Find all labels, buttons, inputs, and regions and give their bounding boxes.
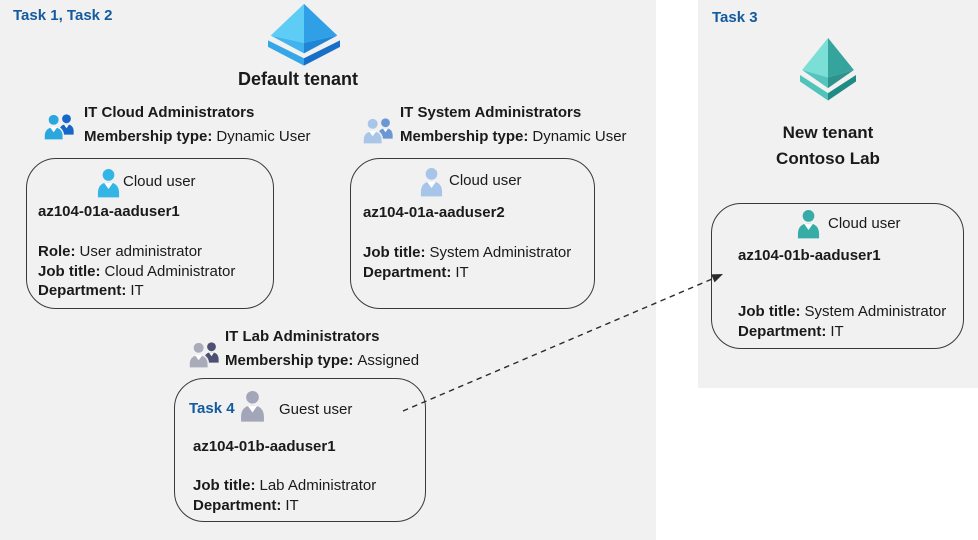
user-card-new-tenant-user: Cloud user az104-01b-aaduser1 Job title:… (711, 203, 964, 349)
gem-upper-right-face (828, 37, 854, 78)
collar-notch (803, 223, 814, 230)
user-details: Role:User administrator Job title:Cloud … (38, 242, 235, 301)
user-card-cloud-user-1: Cloud user az104-01a-aaduser1 Role:User … (26, 158, 274, 309)
group-membership-cloud-admins: Membership type:Dynamic User (84, 128, 311, 145)
collar-notch (208, 352, 215, 357)
user-silhouette (797, 210, 820, 239)
gem-band-left (800, 74, 828, 101)
group-icon-lab-admins (188, 341, 219, 369)
gem-upper-right-face (304, 3, 338, 43)
detail-row: Job title:System Administrator (738, 302, 946, 322)
membership-type-value: Dynamic User (532, 128, 627, 145)
group-front-person (362, 117, 384, 145)
membership-type-label: Membership type: (225, 352, 354, 369)
user-type-label: Guest user (279, 401, 353, 418)
group-icon-cloud-admins (43, 113, 74, 141)
detail-row: Job title:Cloud Administrator (38, 262, 235, 282)
user-silhouette (97, 169, 120, 198)
group-name-cloud-admins: IT Cloud Administrators (84, 104, 255, 121)
detail-row: Department:IT (38, 281, 235, 301)
cloud-user-icon (97, 169, 120, 198)
detail-value: Lab Administrator (259, 477, 377, 494)
collar-notch (426, 181, 437, 188)
new-tenant-icon (800, 37, 856, 101)
detail-label: Department: (38, 282, 127, 299)
username: az104-01b-aaduser1 (193, 438, 336, 455)
detail-label: Job title: (738, 303, 801, 320)
detail-row: Department:IT (363, 263, 571, 283)
cloud-user-icon (420, 168, 443, 197)
collar-notch (368, 130, 377, 137)
collar-notch (194, 354, 203, 361)
detail-value: IT (285, 496, 299, 514)
user-silhouette (241, 390, 264, 422)
default-tenant-name: Default tenant (237, 69, 359, 89)
gem-lower-left-face (802, 70, 828, 89)
gem-band-right (304, 40, 340, 66)
group-front-person (43, 113, 65, 141)
detail-value: IT (130, 282, 144, 299)
group-membership-lab-admins: Membership type:Assigned (225, 352, 419, 369)
gem-upper-left-face (802, 37, 828, 78)
detail-row: Job title:System Administrator (363, 243, 571, 263)
new-tenant-name-line2: Contoso Lab (776, 149, 880, 168)
collar-notch (382, 128, 389, 133)
detail-row: Job title:Lab Administrator (193, 476, 376, 496)
detail-label: Role: (38, 243, 76, 260)
user-details: Job title:Lab Administrator Department:I… (193, 476, 376, 515)
default-tenant-icon (268, 3, 340, 66)
username: az104-01a-aaduser2 (363, 204, 505, 221)
detail-value: IT (455, 263, 469, 281)
group-membership-system-admins: Membership type:Dynamic User (400, 128, 627, 145)
detail-label: Job title: (193, 477, 256, 494)
group-icon-system-admins (362, 117, 393, 145)
collar-notch (63, 124, 70, 129)
detail-value: System Administrator (804, 303, 947, 320)
user-type-label: Cloud user (123, 173, 196, 190)
new-tenant-name-line1: New tenant (782, 123, 874, 142)
user-card-cloud-user-2: Cloud user az104-01a-aaduser2 Job title:… (350, 158, 595, 309)
detail-label: Department: (193, 496, 282, 514)
group-name-lab-admins: IT Lab Administrators (225, 328, 380, 345)
group-front-person (188, 341, 210, 369)
detail-value: System Administrator (429, 244, 572, 261)
detail-value: IT (830, 322, 844, 340)
gem-band-left (268, 40, 304, 66)
gem-upper-left-face (270, 3, 304, 43)
collar-notch (247, 405, 258, 413)
detail-label: Department: (738, 322, 827, 340)
membership-type-value: Assigned (357, 352, 420, 369)
detail-row: Department:IT (738, 322, 946, 342)
user-silhouette (420, 168, 443, 197)
default-tenant-panel (0, 0, 656, 540)
membership-type-value: Dynamic User (216, 128, 311, 145)
group-name-system-admins: IT System Administrators (400, 104, 582, 121)
task-1-2-label: Task 1, Task 2 (13, 7, 113, 24)
gem-lower-right-face (828, 70, 854, 89)
detail-label: Department: (363, 263, 452, 281)
cloud-user-icon (797, 210, 820, 239)
user-type-label: Cloud user (449, 172, 522, 189)
detail-label: Job title: (38, 262, 101, 280)
user-card-guest-user: Task 4 Guest user az104-01b-aaduser1 Job… (174, 378, 426, 522)
membership-type-label: Membership type: (84, 128, 213, 145)
membership-type-label: Membership type: (400, 128, 529, 145)
detail-row: Role:User administrator (38, 242, 235, 262)
user-type-label: Cloud user (828, 215, 901, 232)
collar-notch (103, 182, 114, 189)
user-details: Job title:System Administrator Departmen… (363, 243, 571, 282)
username: az104-01b-aaduser1 (738, 247, 881, 264)
detail-label: Job title: (363, 244, 426, 261)
collar-notch (49, 126, 58, 133)
username: az104-01a-aaduser1 (38, 203, 180, 220)
detail-row: Department:IT (193, 496, 376, 516)
user-details: Job title:System Administrator Departmen… (738, 302, 946, 341)
guest-user-icon (241, 390, 264, 422)
gem-band-right (828, 74, 856, 101)
task-3-label: Task 3 (712, 9, 758, 26)
task-4-label: Task 4 (189, 400, 235, 417)
detail-value: User administrator (79, 243, 203, 260)
detail-value: Cloud Administrator (104, 262, 236, 280)
